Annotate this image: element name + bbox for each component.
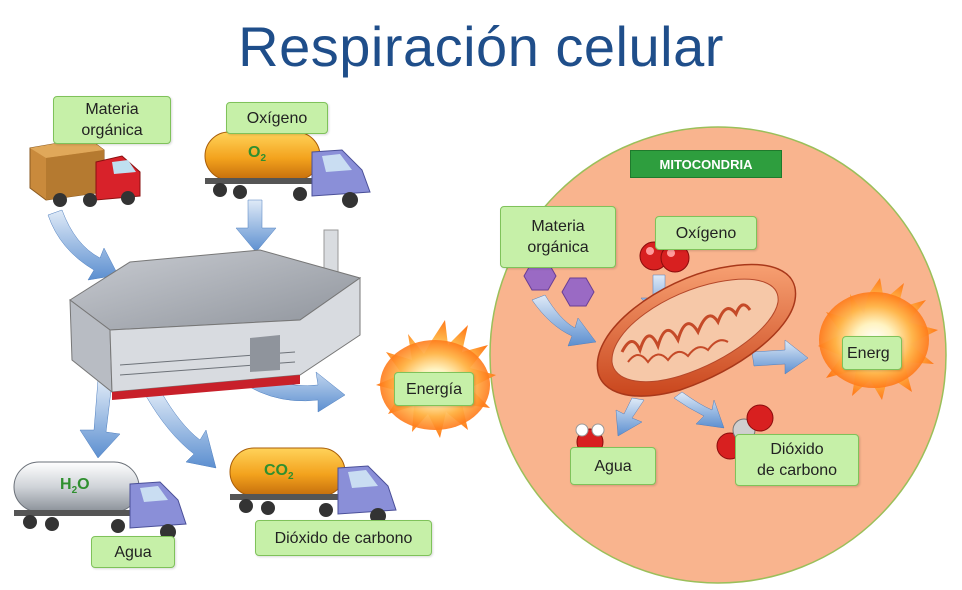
factory-label-oxygen: Oxígeno	[226, 102, 328, 134]
page-title: Respiración celular	[238, 15, 724, 78]
factory-label-co2: Dióxido de carbono	[255, 520, 432, 556]
factory-building	[69, 229, 362, 400]
formula-co2: CO2	[264, 462, 294, 483]
formula-o2: O2	[248, 144, 267, 165]
arrow-co2-out	[145, 389, 217, 469]
mito-label-organic-matter: Materia orgánica	[500, 206, 616, 268]
mitochondria-badge: MITOCONDRIA	[630, 150, 782, 178]
mito-label-energy: Energ	[842, 336, 902, 370]
oxygen-tanker-truck	[204, 131, 371, 208]
arrow-oxygen-in	[235, 199, 277, 253]
mito-label-water: Agua	[570, 447, 656, 485]
arrow-mito-water-out	[615, 397, 645, 437]
mito-label-co2-line1: Dióxido	[770, 441, 824, 458]
mito-label-co2: Dióxido de carbono	[735, 434, 859, 486]
arrow-organic-in	[47, 209, 119, 281]
arrow-mito-organic-in	[531, 294, 597, 347]
mitochondrion	[596, 263, 797, 397]
formula-h2o: H2O	[60, 476, 90, 497]
factory-label-organic-matter: Materia orgánica	[53, 96, 171, 144]
arrow-mito-energy-out	[751, 339, 809, 375]
organic-molecules	[523, 261, 595, 307]
co2-tanker-truck	[229, 447, 397, 524]
factory-label-energy: Energía	[394, 372, 474, 406]
factory-label-water: Agua	[91, 536, 175, 568]
mito-label-co2-line2: de carbono	[756, 462, 838, 479]
arrow-mito-co2-out	[673, 391, 725, 429]
organic-matter-truck	[29, 137, 141, 207]
mito-label-oxygen: Oxígeno	[655, 216, 757, 250]
water-tanker-truck	[13, 461, 187, 540]
